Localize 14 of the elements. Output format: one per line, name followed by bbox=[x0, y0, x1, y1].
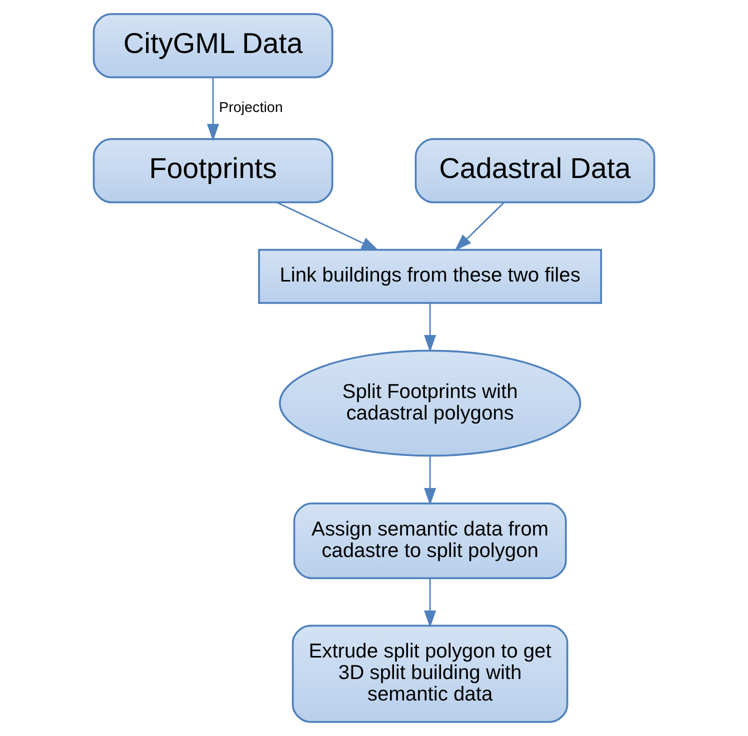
arrow bbox=[424, 578, 436, 628]
node-box: Assign semantic data from cadastre to split polygon bbox=[293, 502, 567, 580]
arrow bbox=[424, 303, 436, 352]
arrow bbox=[454, 202, 505, 251]
arrow bbox=[207, 77, 220, 142]
node-ellipse: Split Footprints with cadastral polygons bbox=[278, 350, 582, 457]
node-box: CityGML Data bbox=[92, 13, 334, 78]
node-box: Cadastral Data bbox=[414, 138, 656, 204]
node-box: Extrude split polygon to get 3D split building with semantic data bbox=[292, 624, 568, 723]
edge-label: Projection bbox=[219, 100, 283, 116]
arrow bbox=[424, 456, 436, 506]
arrow bbox=[276, 202, 379, 251]
node-box: Link buildings from these two files bbox=[258, 248, 602, 304]
node-box: Footprints bbox=[92, 138, 334, 204]
